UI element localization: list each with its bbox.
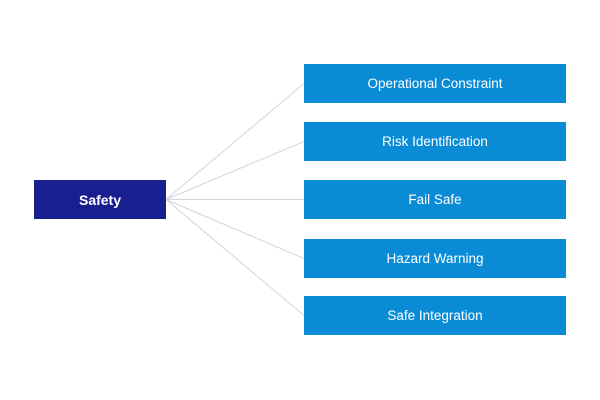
root-node-label: Safety xyxy=(78,191,122,208)
connector-line-risk-identification xyxy=(165,141,305,200)
child-node-label: Hazard Warning xyxy=(386,251,484,266)
connector-line-safe-integration xyxy=(165,199,305,316)
child-node-operational-constraint: Operational Constraint xyxy=(304,64,566,103)
connector-line-hazard-warning xyxy=(165,199,305,259)
child-node-label: Safe Integration xyxy=(387,308,483,323)
root-node-safety: Safety xyxy=(34,180,166,219)
child-node-label: Fail Safe xyxy=(408,192,462,207)
connector-line-operational-constraint xyxy=(165,83,305,200)
child-node-label: Risk Identification xyxy=(382,134,488,149)
child-node-hazard-warning: Hazard Warning xyxy=(304,239,566,278)
child-node-label: Operational Constraint xyxy=(367,76,503,91)
child-node-risk-identification: Risk Identification xyxy=(304,122,566,161)
child-node-safe-integration: Safe Integration xyxy=(304,296,566,335)
child-node-fail-safe: Fail Safe xyxy=(304,180,566,219)
